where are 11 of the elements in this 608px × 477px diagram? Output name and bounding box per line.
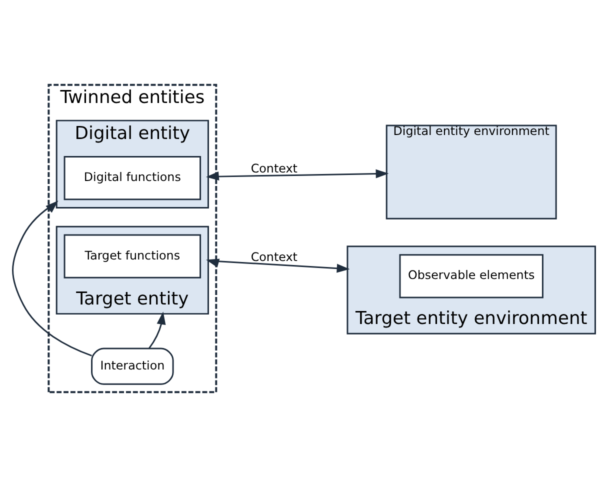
arrow [206, 169, 389, 180]
node-box: Target functions [64, 234, 202, 278]
node-box: Observable elements [399, 254, 544, 298]
arrow [206, 258, 350, 273]
arrow [12, 200, 92, 356]
edge-label: Context [250, 250, 298, 264]
node-box: Digital entity environment [386, 124, 557, 220]
edge-label: Context [250, 162, 298, 176]
node-box: Interaction [91, 348, 174, 385]
node-box: Digital functions [64, 156, 202, 200]
arrow [148, 312, 166, 349]
